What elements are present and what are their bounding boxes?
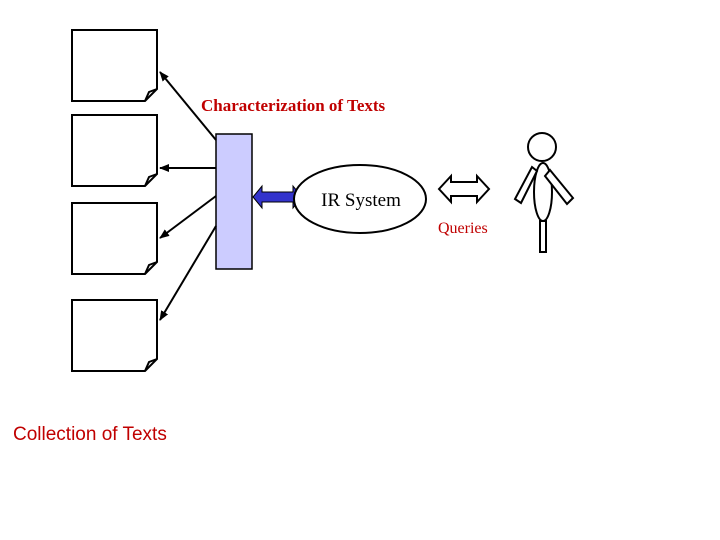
characterization-column — [215, 133, 253, 270]
document-icon — [71, 202, 158, 275]
document-icon — [71, 29, 158, 102]
document-stack — [71, 29, 158, 372]
index-to-document-arrow — [159, 225, 217, 321]
person-icon — [513, 132, 575, 253]
ir-system-label: IR System — [321, 190, 401, 211]
index-to-document-arrow — [159, 195, 217, 239]
document-icon — [71, 114, 158, 187]
queries-label: Queries — [438, 220, 488, 237]
index-to-document-arrow — [159, 71, 217, 141]
double-arrow-icon — [437, 173, 491, 205]
document-icon — [71, 299, 158, 372]
ir-system-node — [293, 164, 427, 234]
collection-label: Collection of Texts — [13, 424, 167, 445]
characterization-label: Characterization of Texts — [201, 96, 386, 115]
